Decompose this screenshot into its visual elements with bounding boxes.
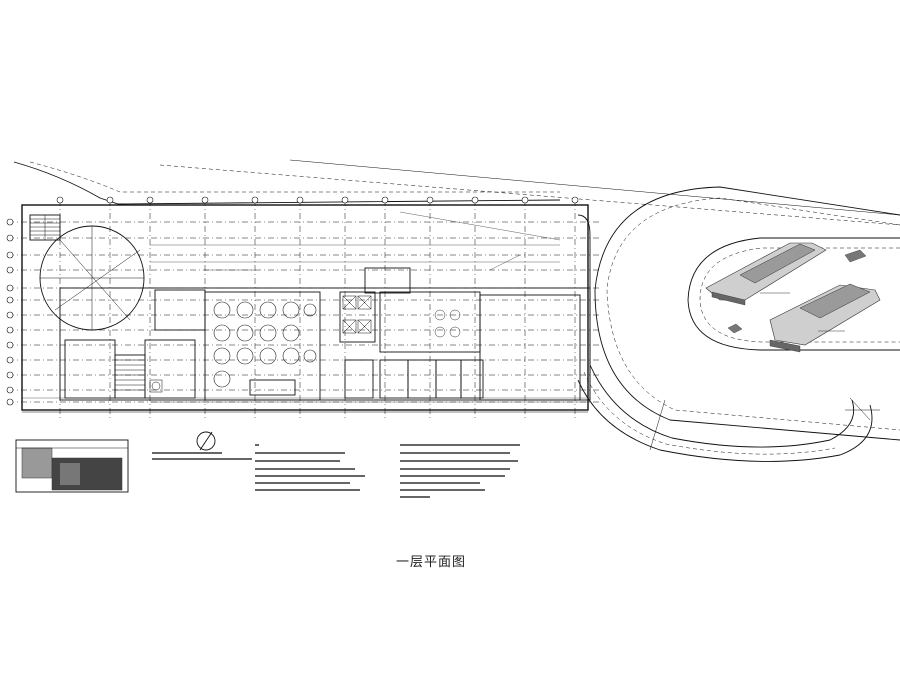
- axis-bubbles-left: [6, 218, 14, 406]
- left-wing-rooms: [64, 289, 206, 399]
- detail-lines: [22, 211, 590, 403]
- grid-axes: [8, 221, 600, 403]
- key-plan: [15, 439, 129, 493]
- stair-top-left: [29, 214, 61, 241]
- drawing-title: 一层平面图: [396, 555, 467, 570]
- building-outline: [21, 204, 591, 413]
- grid-axes-vertical: [59, 200, 576, 420]
- north-arrow-icon: [196, 431, 216, 451]
- banquet-hall: [204, 291, 321, 401]
- axonometric-view-top: [705, 242, 867, 334]
- general-notes: [152, 444, 520, 498]
- site-road-outline: [13, 159, 900, 462]
- right-rooms: [344, 291, 581, 401]
- axonometric-view-bottom: [769, 283, 881, 353]
- axis-bubbles-top: [56, 196, 579, 204]
- elevator-core: [339, 267, 411, 343]
- circular-plaza: [39, 225, 145, 331]
